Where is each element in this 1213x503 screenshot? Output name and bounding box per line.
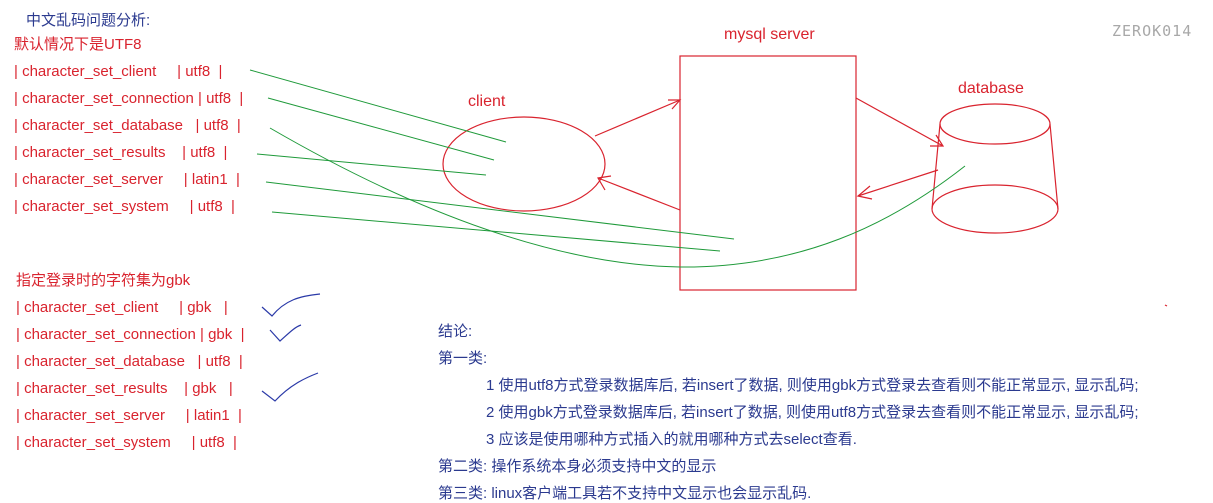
watermark: ZEROK014 xyxy=(1112,22,1193,40)
default-row: | character_set_results | utf8 | xyxy=(14,144,228,161)
green-connectors xyxy=(249,69,966,268)
conclusion-class2: 第二类: 操作系统本身必须支持中文的显示 xyxy=(438,458,717,475)
check-icon xyxy=(261,293,321,317)
gbk-row: | character_set_client | gbk | xyxy=(16,299,228,316)
arrow-server-to-database xyxy=(855,97,945,147)
page-title: 中文乱码问题分析: xyxy=(26,12,151,29)
arrow-client-to-server xyxy=(594,99,682,137)
arrow-database-to-server xyxy=(856,169,939,200)
arrow-server-to-client xyxy=(597,175,681,211)
default-heading: 默认情况下是UTF8 xyxy=(14,36,142,53)
default-row: | character_set_server | latin1 | xyxy=(14,171,240,188)
check-icon xyxy=(261,372,319,402)
check-icon xyxy=(269,324,302,342)
database-cylinder xyxy=(931,103,1059,234)
default-row: | character_set_database | utf8 | xyxy=(14,117,241,134)
mysql-server-label: mysql server xyxy=(724,26,815,43)
check-marks xyxy=(261,293,321,402)
gbk-row: | character_set_database | utf8 | xyxy=(16,353,243,370)
conclusion-item: 3 应该是使用哪种方式插入的就用哪种方式去select查看. xyxy=(486,431,857,448)
stray-mark xyxy=(1164,304,1168,307)
default-row: | character_set_system | utf8 | xyxy=(14,198,235,215)
gbk-heading: 指定登录时的字符集为gbk xyxy=(16,272,191,289)
client-label: client xyxy=(468,93,506,110)
conclusion-heading: 结论: xyxy=(438,323,473,340)
conclusion-item: 2 使用gbk方式登录数据库后, 若insert了数据, 则使用utf8方式登录… xyxy=(486,404,1139,421)
conclusion-class1: 第一类: xyxy=(438,350,488,367)
client-ellipse xyxy=(442,116,606,212)
conclusion-class3: 第三类: linux客户端工具若不支持中文显示也会显示乱码. xyxy=(438,485,812,502)
gbk-row: | character_set_results | gbk | xyxy=(16,380,233,397)
conclusion-item: 1 使用utf8方式登录数据库后, 若insert了数据, 则使用gbk方式登录… xyxy=(486,377,1139,394)
default-row: | character_set_connection | utf8 | xyxy=(14,90,244,107)
gbk-row: | character_set_connection | gbk | xyxy=(16,326,245,343)
mysql-server-box xyxy=(679,55,857,291)
gbk-row: | character_set_server | latin1 | xyxy=(16,407,242,424)
gbk-row: | character_set_system | utf8 | xyxy=(16,434,237,451)
default-row: | character_set_client | utf8 | xyxy=(14,63,223,80)
database-label: database xyxy=(958,80,1024,97)
